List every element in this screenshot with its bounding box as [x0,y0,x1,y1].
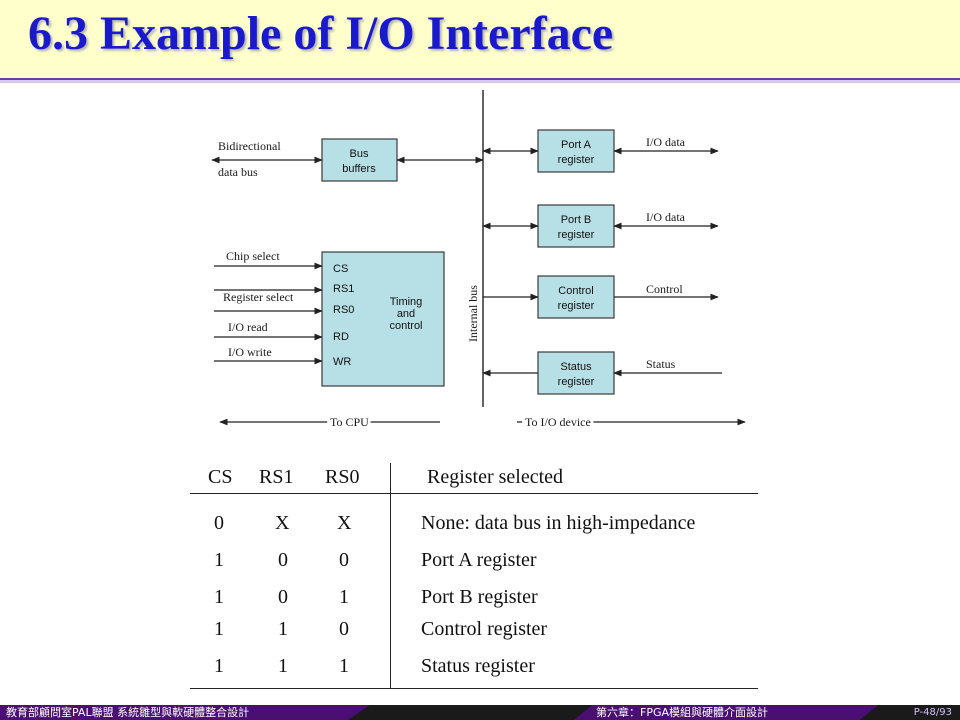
io-interface-diagram: Internal bus Bus buffers Bidirectional d… [211,90,746,429]
bus-buffers-line1: Bus [350,148,369,160]
port-b-register-box [537,204,615,248]
row-register: Control register [421,618,548,640]
bus-buffers-line2: buffers [342,163,376,175]
bidirectional-label: Bidirectional [218,139,281,153]
control-reg-line2: register [558,300,595,312]
port-a-register-box [537,129,615,173]
row-rs0: 0 [339,618,349,640]
port-b-signal: I/O data [646,210,686,224]
row-rs1: X [275,512,290,534]
footer-course-title: 教育部顧問室PAL聯盟 系統雛型與軟硬體整合設計 [0,705,370,720]
table-header-register: Register selected [427,466,564,488]
row-register: Port A register [421,549,537,571]
row-cs: 1 [214,549,224,571]
footer-chapter-title: 第六章：FPGA模組與硬體介面設計 [574,705,878,720]
control-register-box [537,275,615,319]
timing-label-line3: control [389,320,422,332]
page-title: 6.3 Example of I/O Interface [28,7,614,60]
io-write-label: I/O write [228,345,272,359]
port-a-signal: I/O data [646,135,686,149]
row-register: Status register [421,655,535,677]
table-header-rs1: RS1 [259,466,294,488]
row-rs1: 0 [278,586,288,608]
row-rs0: 0 [339,549,349,571]
to-io-device-label: To I/O device [525,415,591,429]
status-reg-signal: Status [646,357,676,371]
table-header-rule [190,493,758,494]
data-bus-label: data bus [218,165,258,179]
row-rs0: 1 [339,586,349,608]
row-rs0: X [337,512,352,534]
row-cs: 1 [214,655,224,677]
pin-cs: CS [333,263,348,275]
internal-bus-label: Internal bus [466,285,480,342]
row-rs0: 1 [339,655,349,677]
row-cs: 0 [214,512,224,534]
pin-rs0: RS0 [333,304,354,316]
row-register: Port B register [421,586,538,608]
control-reg-signal: Control [646,282,683,296]
timing-label-line2: and [397,308,415,320]
footer-bar: 教育部顧問室PAL聯盟 系統雛型與軟硬體整合設計 第六章：FPGA模組與硬體介面… [0,705,960,720]
pin-rd: RD [333,331,349,343]
row-cs: 1 [214,586,224,608]
table-header-cs: CS [208,466,233,488]
row-rs1: 1 [278,618,288,640]
row-rs1: 1 [278,655,288,677]
port-a-line1: Port A [561,139,592,151]
status-reg-line1: Status [560,361,592,373]
status-reg-line2: register [558,376,595,388]
row-rs1: 0 [278,549,288,571]
port-b-line1: Port B [561,214,592,226]
footer-page-number: P-48/93 [913,707,952,718]
port-b-line2: register [558,229,595,241]
chip-select-label: Chip select [226,249,280,263]
control-logic-box [321,251,445,387]
table-header-rs0: RS0 [325,466,360,488]
control-reg-line1: Control [558,285,593,297]
pin-rs1: RS1 [333,283,354,295]
io-read-label: I/O read [228,320,268,334]
table-column-rule [390,463,391,688]
row-register: None: data bus in high-impedance [421,512,696,534]
timing-label-line1: Timing [390,296,423,308]
pin-wr: WR [333,356,351,368]
register-select-label: Register select [223,290,294,304]
title-band: 6.3 Example of I/O Interface [0,0,960,83]
port-a-line2: register [558,154,595,166]
table-bottom-rule [190,688,758,689]
row-cs: 1 [214,618,224,640]
to-cpu-label: To CPU [330,415,369,429]
